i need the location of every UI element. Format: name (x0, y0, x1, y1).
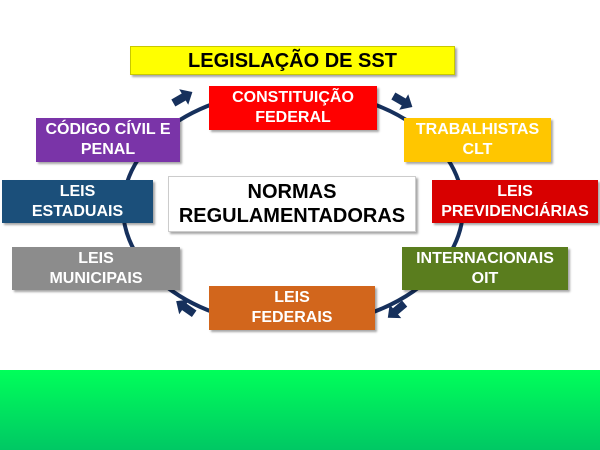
node-line2: PREVIDENCIÁRIAS (441, 202, 589, 220)
node-leis-municipais: LEIS MUNICIPAIS (12, 247, 180, 290)
center-box: NORMAS REGULAMENTADORAS (168, 176, 416, 232)
diagram-title: LEGISLAÇÃO DE SST (130, 46, 455, 75)
center-line1: NORMAS (247, 181, 337, 203)
node-line2: MUNICIPAIS (49, 269, 143, 287)
footer-band (0, 370, 600, 450)
node-trabalhistas-clt: TRABALHISTAS CLT (404, 118, 551, 162)
node-line1: CÓDIGO CÍVIL E (45, 121, 171, 138)
center-line2: REGULAMENTADORAS (178, 205, 406, 227)
node-line1: INTERNACIONAIS (416, 249, 554, 267)
node-line1: LEIS (78, 249, 114, 267)
node-line1: LEIS (59, 182, 96, 200)
node-line2: OIT (471, 269, 499, 287)
node-line2: CLT (462, 141, 493, 158)
node-line1: CONSTITUIÇÃO (232, 89, 354, 106)
node-internacionais-oit: INTERNACIONAIS OIT (402, 247, 568, 290)
node-line2: FEDERAL (255, 109, 331, 126)
arrow-icon (176, 299, 197, 318)
node-line2: ESTADUAIS (31, 202, 124, 220)
arrow-icon (171, 89, 193, 107)
node-line2: FEDERAIS (251, 309, 333, 326)
node-codigo-civil-penal: CÓDIGO CÍVIL E PENAL (36, 118, 180, 162)
node-leis-previdenciarias: LEIS PREVIDENCIÁRIAS (432, 180, 598, 223)
node-line1: LEIS (497, 182, 533, 200)
node-line1: TRABALHISTAS (415, 121, 540, 138)
title-text: LEGISLAÇÃO DE SST (188, 49, 397, 72)
node-leis-estaduais: LEIS ESTADUAIS (2, 180, 153, 223)
arrow-icon (387, 300, 408, 319)
node-leis-federais: LEIS FEDERAIS (209, 286, 375, 330)
node-line1: LEIS (274, 289, 310, 306)
arrow-icon (391, 92, 413, 110)
node-line2: PENAL (80, 141, 136, 158)
node-constituicao-federal: CONSTITUIÇÃO FEDERAL (209, 86, 377, 130)
